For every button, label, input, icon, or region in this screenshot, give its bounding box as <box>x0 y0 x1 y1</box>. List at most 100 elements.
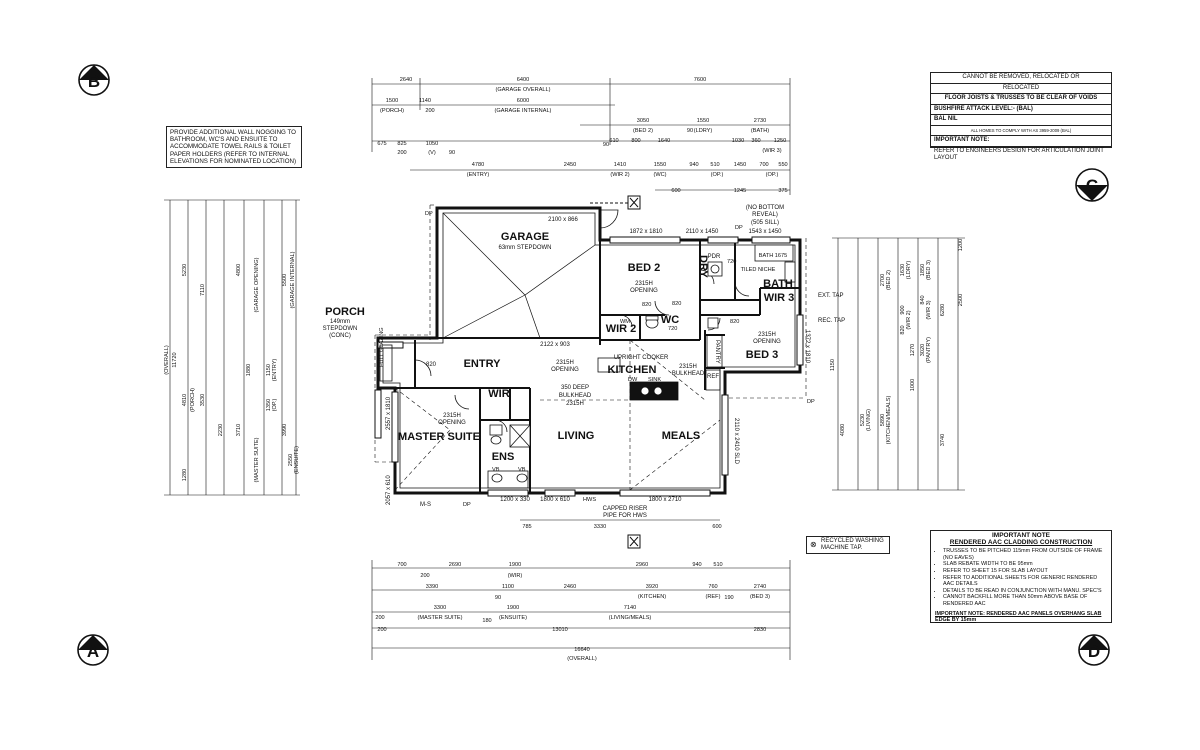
room-bed3: BED 3 <box>746 349 778 361</box>
capped-riser-2: PIPE FOR HWS <box>603 513 647 519</box>
dim-bot-r5-sub: (OVERALL) <box>567 656 597 662</box>
vanity <box>784 261 796 283</box>
room-bed2: BED 2 <box>628 262 660 274</box>
kitchen-opening-2: OPENING <box>551 367 579 373</box>
note-tr-engineer: REFER TO ENGINEERS DESIGN FOR ARTICULATI… <box>934 147 1104 162</box>
dim-bot-r3-sub-1: (ENSUITE) <box>499 615 527 621</box>
dim-top-r4-1: 2450 <box>564 162 576 168</box>
dim-top-r3-1: 1550 <box>697 118 709 124</box>
dim-top-r2-sub-1: 200 <box>425 108 434 114</box>
bath-reveal-1: (NO BOTTOM <box>746 205 784 211</box>
dim-left-e-2: 1350 <box>266 399 272 411</box>
kitchen-opening-1: 2315H <box>556 360 574 366</box>
kitchen-bulkhead-2: BULKHEAD <box>672 371 705 377</box>
dim-right-c-3: 840 <box>920 295 926 304</box>
vb-label-1: VB <box>492 467 500 473</box>
dim-bot-r4-2: 2830 <box>754 627 766 633</box>
grid-marker-d: D <box>1078 634 1110 666</box>
note-tr-line0: CANNOT BE REMOVED, RELOCATED OR <box>931 73 1111 84</box>
room-pdr: PDR <box>708 254 721 260</box>
room-entry: ENTRY <box>464 358 502 370</box>
dim-right-a-sub-1: (KITCHEN/MEALS) <box>886 395 892 444</box>
fixtures <box>379 244 796 489</box>
upright-cooker: UPRIGHT COOKER <box>614 355 669 361</box>
dim-top-r5-0: 600 <box>671 188 680 194</box>
note-bal-panel: CANNOT BE REMOVED, RELOCATED OR RELOCATE… <box>930 72 1112 161</box>
dim-top-r3b-1: 610 <box>609 138 618 144</box>
note-br-item: SLAB REBATE WIDTH TO BE 95mm <box>943 561 1107 568</box>
dim-top-r5-1: 1245 <box>734 188 746 194</box>
dim-right-c-0: 1200 <box>958 239 964 251</box>
dim-bot-r2-sub-2: (BED 3) <box>750 594 770 600</box>
dim-bot-r5: 16640 <box>574 647 590 653</box>
door-820-a: 820 <box>426 362 437 368</box>
master-note-1: 2315H <box>443 413 461 419</box>
room-meals: MEALS <box>662 430 701 442</box>
dim-top-r3-sub-0: (BED 2) <box>633 128 653 134</box>
note-tr-important: IMPORTANT NOTE: <box>931 136 1111 147</box>
master-window-2-size: 2057 x 610 <box>386 475 392 505</box>
dim-top-r3b-7: 1250 <box>774 138 786 144</box>
dim-text-right: 4080 5230 5890 2700 1630 900 820 (LIVING… <box>830 239 964 446</box>
dim-right-c-2: 2500 <box>958 294 964 306</box>
dim-top-r3b-6: 360 <box>751 138 760 144</box>
fridge-space <box>705 369 721 391</box>
dim-top-r3b-0: 90 <box>603 142 609 148</box>
note-nogging-text: PROVIDE ADDITIONAL WALL NOGGING TO BATHR… <box>170 129 297 165</box>
dim-bot-r1-0: 700 <box>397 562 406 568</box>
dim-bot-r1-5: 510 <box>713 562 722 568</box>
dim-right-a-sub-0: (LIVING) <box>866 409 872 431</box>
dim-right-b-2: 3020 <box>920 344 926 356</box>
note-br-item: DETAILS TO BE READ IN CONJUNCTION WITH M… <box>943 588 1107 595</box>
ensuite-toilet <box>489 424 503 436</box>
dim-text-bottom: 700 2690 1900 2960 940 510 200 (WIR) 339… <box>375 524 770 662</box>
grid-marker-b: B <box>78 64 110 96</box>
dim-right-a-6: 820 <box>900 325 906 334</box>
kitchen-bulkhead-1: 2315H <box>679 364 697 370</box>
note-br-title: IMPORTANT NOTE <box>991 532 1050 539</box>
dim-lines-left <box>164 199 300 496</box>
dim-top-r2-sub-2: (GARAGE INTERNAL) <box>495 108 552 114</box>
dp-label-1: DP <box>463 502 471 508</box>
note-tr-line2: FLOOR JOISTS & TRUSSES TO BE CLEAR OF VO… <box>931 94 1111 105</box>
note-tr-comply: ALL HOMES TO COMPLY WITH AS 3959-2009 (B… <box>931 126 1111 136</box>
dp-label-3: DP <box>807 399 815 405</box>
porch-glazing-label: FULL GLAZING <box>379 327 385 367</box>
entry-window-size: 2122 x 903 <box>540 342 570 348</box>
note-br-important: IMPORTANT NOTE: RENDERED AAC PANELS OVER… <box>935 610 1102 624</box>
dim-left-a-1: 4810 <box>182 394 188 406</box>
dim-bot-r3-1: 1900 <box>507 605 519 611</box>
dp-label-2: DP <box>735 225 743 231</box>
dim-bot-small-2: 90 <box>495 595 501 601</box>
dim-top-r4-6: 1450 <box>734 162 746 168</box>
master-window-size: 2557 x 1810 <box>386 396 392 430</box>
grid-marker-c: C <box>1075 168 1109 202</box>
dim-top-r3-sub-1: (LDRY) <box>694 128 713 134</box>
vb-label-2: VB <box>518 467 526 473</box>
dim-top-r3c-0: 675 <box>377 141 386 147</box>
dim-top-r3b-3: 1640 <box>658 138 670 144</box>
dim-text-top: 2640 6400 7600 (GARAGE OVERALL) 1500 114… <box>377 77 787 194</box>
dim-right-a-3: 2700 <box>880 274 886 286</box>
note-washing-machine: ⊗ RECYCLED WASHING MACHINE TAP. <box>806 536 890 554</box>
dim-left-e-sub-1: (OP.) <box>272 399 278 412</box>
dim-top-r1-2: 7600 <box>694 77 706 83</box>
dim-left-e-1: 1150 <box>266 364 272 376</box>
note-tr-line1: RELOCATED <box>931 84 1111 94</box>
dim-bot-r1-sub-1: (WIR) <box>508 573 523 579</box>
door-720-b: 720 <box>668 326 677 332</box>
dim-top-r4-sub-4: (OP.) <box>766 172 779 178</box>
dim-left-e-sub-0: (ENTRY) <box>272 359 278 382</box>
dim-left-b-1: 3530 <box>200 394 206 406</box>
dim-top-r3-sub-2: (BATH) <box>751 128 769 134</box>
dim-top-r5-2: 375 <box>778 188 787 194</box>
dim-top-r1-sub: (GARAGE OVERALL) <box>495 87 550 93</box>
note-washing-text: RECYCLED WASHING MACHINE TAP. <box>821 538 884 551</box>
section-marker-top <box>590 195 641 210</box>
dim-left-c-sub-1: (MASTER SUITE) <box>254 437 260 482</box>
porch-note-2: STEPDOWN <box>323 326 358 332</box>
ext-tap: EXT. TAP <box>818 293 843 299</box>
bed2-window-size: 1872 x 1810 <box>629 229 663 235</box>
basin-1 <box>491 473 503 483</box>
dim-left-c-0: 4800 <box>236 264 242 276</box>
